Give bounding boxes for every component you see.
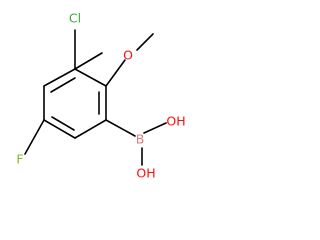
ring-bond-c1-c2 [74, 52, 103, 70]
ring-bond-c7-c2 [74, 68, 107, 87]
bond-b-oh1 [143, 122, 167, 134]
oxygen-atom-label: O [123, 48, 133, 63]
hydroxyl-atom-label-1: OH [166, 114, 185, 129]
ring-bond-c5-c6 [74, 119, 107, 139]
chlorine-atom-label: Cl [69, 11, 81, 26]
bond-c-o [105, 59, 126, 87]
structure-canvas: Cl O F B OH OH [16, 11, 185, 181]
bond-o-ch3 [136, 33, 154, 51]
ring-bond-c4-c5 [43, 119, 76, 139]
ring-double-bond-1 [50, 77, 76, 93]
benzene-ring [43, 52, 107, 139]
hydroxyl-atom-label-2: OH [136, 166, 155, 181]
ring-bond-c2-c3 [43, 68, 76, 87]
molecule-structure: Cl O F B OH OH [16, 11, 185, 181]
boron-atom-label: B [136, 132, 145, 147]
fluorine-atom-label: F [16, 152, 23, 167]
ring-double-bond-3 [51, 116, 75, 131]
bond-c-b [105, 119, 136, 137]
bond-c-f [24, 119, 45, 155]
